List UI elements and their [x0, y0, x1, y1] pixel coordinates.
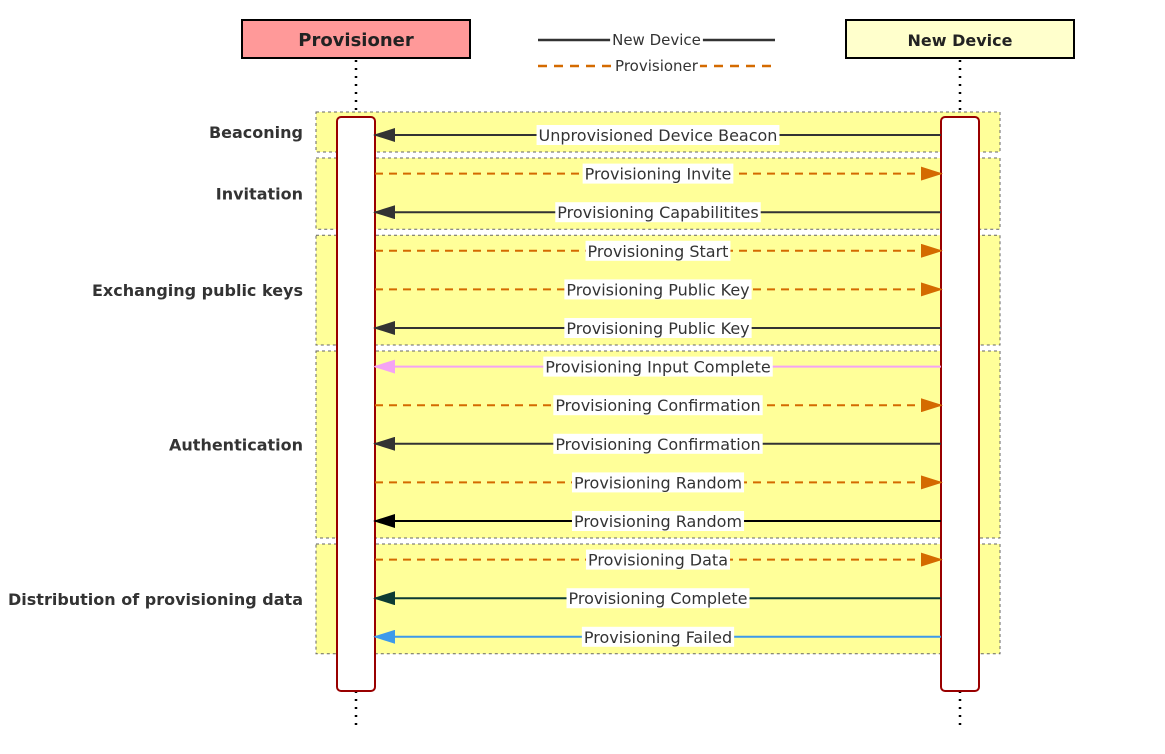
message-provisioning-public-key: Provisioning Public Key [375, 279, 943, 300]
phase-label: Beaconing [209, 123, 303, 142]
message-label: Provisioning Capabilitites [557, 203, 758, 222]
message-provisioning-data: Provisioning Data [375, 549, 943, 570]
legend-label-bg [610, 31, 703, 49]
actor-box [845, 19, 1075, 59]
messages-layer: Unprovisioned Device BeaconProvisioning … [373, 125, 943, 647]
message-label: Provisioning Public Key [566, 319, 749, 338]
message-label-bg [581, 626, 735, 647]
actor-right: New Device [845, 19, 1075, 59]
phase-label: Invitation [216, 185, 303, 204]
message-label-bg [571, 472, 745, 493]
message-label-bg [564, 318, 752, 338]
legend-item-new-device: New Device [538, 31, 775, 49]
message-label: Unprovisioned Device Beacon [539, 126, 778, 145]
message-label-bg [555, 202, 761, 223]
message-label-bg [553, 395, 763, 416]
legend-label-bg [613, 57, 700, 75]
lifelines-layer [336, 60, 980, 726]
message-provisioning-failed: Provisioning Failed [373, 626, 941, 647]
message-provisioning-confirmation: Provisioning Confirmation [375, 395, 943, 416]
message-label: Provisioning Invite [585, 165, 732, 184]
phase-label: Exchanging public keys [92, 281, 303, 300]
actor-left: Provisioner [241, 19, 471, 59]
message-label: Provisioning Random [574, 473, 742, 492]
message-label-bg [566, 588, 750, 609]
actor-label: New Device [908, 31, 1013, 50]
phase-label: Authentication [169, 436, 303, 455]
message-label: Provisioning Failed [584, 628, 732, 647]
message-label-bg [571, 511, 745, 531]
message-provisioning-confirmation: Provisioning Confirmation [373, 433, 941, 454]
message-provisioning-invite: Provisioning Invite [375, 163, 943, 184]
message-label-bg [585, 549, 731, 570]
message-label: Provisioning Confirmation [555, 435, 760, 454]
actor-box [241, 19, 471, 59]
message-label: Provisioning Input Complete [545, 358, 770, 377]
message-provisioning-input-complete: Provisioning Input Complete [373, 356, 941, 377]
message-label-bg [536, 125, 780, 145]
message-label-bg [582, 163, 734, 184]
actors-layer: Provisioner New Device [241, 19, 1075, 59]
message-provisioning-complete: Provisioning Complete [373, 588, 941, 609]
message-unprovisioned-device-beacon: Unprovisioned Device Beacon [373, 125, 941, 145]
message-provisioning-start: Provisioning Start [375, 240, 943, 261]
legend-item-provisioner: Provisioner [538, 57, 775, 75]
message-provisioning-capabilitites: Provisioning Capabilitites [373, 202, 941, 223]
message-provisioning-public-key: Provisioning Public Key [373, 318, 941, 338]
legend-label: New Device [612, 31, 701, 49]
message-label: Provisioning Public Key [566, 280, 749, 299]
provisioner-activation-bar [336, 116, 376, 692]
message-label: Provisioning Complete [569, 589, 748, 608]
message-label-bg [543, 356, 773, 377]
actor-label: Provisioner [298, 30, 414, 51]
phase-beaconing: Beaconing [209, 111, 1001, 153]
message-label: Provisioning Start [588, 242, 729, 261]
new-device-activation-bar [940, 116, 980, 692]
message-label-bg [553, 433, 763, 454]
phase-label: Distribution of provisioning data [8, 590, 303, 609]
message-label-bg [564, 279, 752, 300]
message-provisioning-random: Provisioning Random [375, 472, 943, 493]
message-label-bg [585, 240, 731, 261]
message-provisioning-random: Provisioning Random [373, 511, 941, 531]
message-label: Provisioning Random [574, 512, 742, 531]
message-label: Provisioning Data [588, 551, 728, 570]
message-label: Provisioning Confirmation [555, 396, 760, 415]
legend-label: Provisioner [615, 57, 699, 75]
